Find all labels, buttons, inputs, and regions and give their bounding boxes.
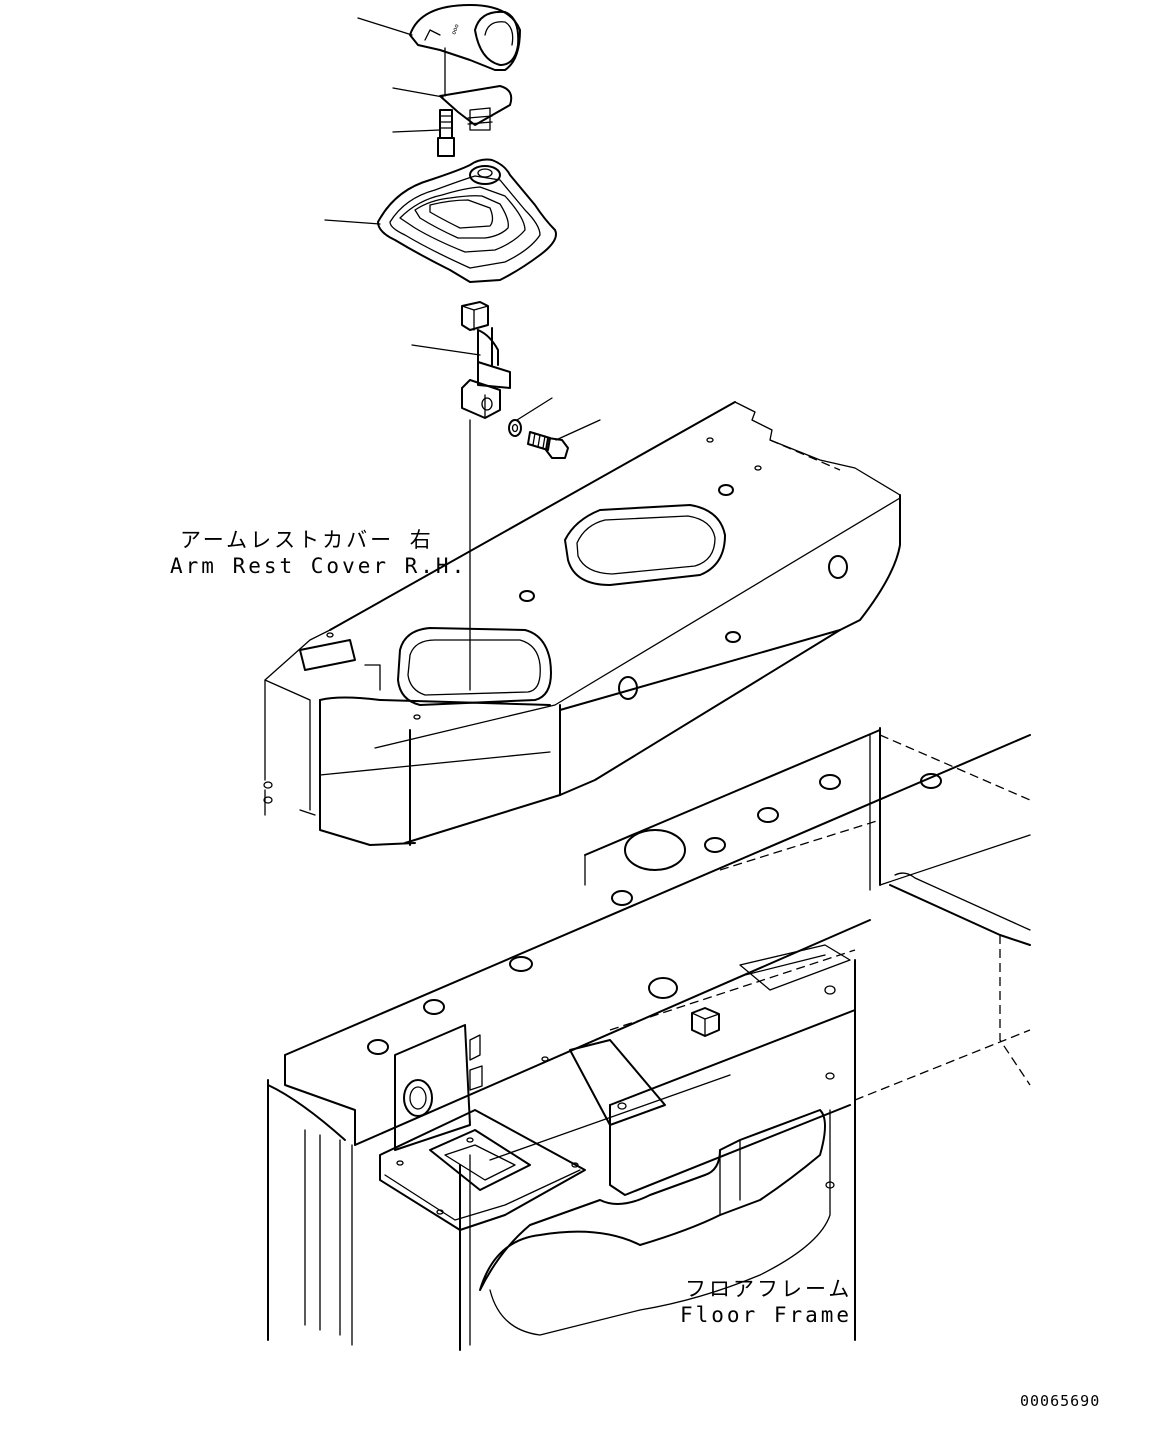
washer: [508, 419, 522, 437]
lever-bolt: [437, 109, 455, 157]
drawing-number: 00065690: [1020, 1392, 1101, 1410]
svg-text:ooo: ooo: [450, 23, 460, 36]
lever-knob: ooo: [409, 4, 521, 71]
arm-rest-cover-label-jp: アームレストカバー 右: [180, 528, 434, 552]
floor-frame: [267, 727, 1031, 1351]
arm-rest-cover-label-en: Arm Rest Cover R.H.: [170, 554, 468, 578]
arm-rest-cover: [263, 401, 901, 846]
mount-bolt: [527, 431, 569, 459]
knob-base-plate: [439, 85, 513, 131]
lever-rod: [461, 301, 511, 419]
floor-frame-label-en: Floor Frame: [680, 1303, 853, 1327]
lever-boot: [377, 158, 557, 283]
leader-lines: [324, 17, 601, 691]
floor-frame-label-jp: フロアフレーム: [685, 1277, 853, 1301]
